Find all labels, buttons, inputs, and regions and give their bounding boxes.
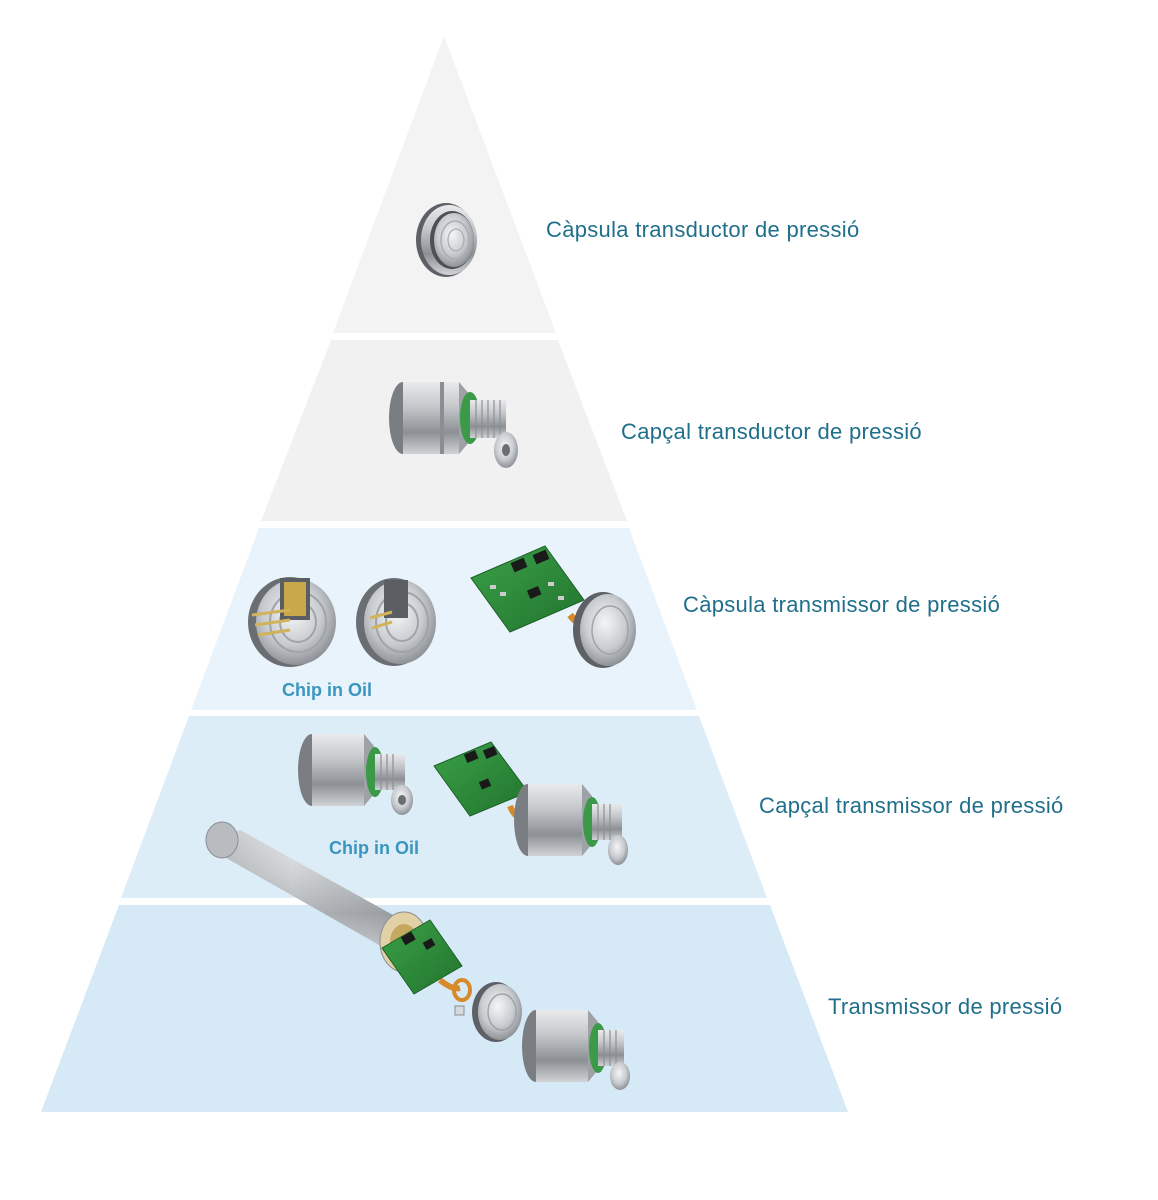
capsule-transmitter-assembly (470, 545, 636, 668)
tier-5-shape (41, 905, 848, 1112)
tier-3-shape (191, 528, 697, 710)
chip-in-oil-head (298, 734, 413, 815)
pressure-head-component (389, 382, 518, 468)
transmitter-capsule (472, 982, 522, 1042)
chip-in-oil-capsule-b (356, 578, 436, 666)
tier-3-note: Chip in Oil (282, 680, 372, 700)
chip-in-oil-capsule-a (248, 577, 336, 667)
transmitter-head (522, 1010, 630, 1090)
tier-3-label: Càpsula transmissor de pressió (683, 592, 1000, 617)
head-transmitter-assembly (433, 741, 628, 865)
transmitter-pcb (381, 919, 472, 1016)
tier-1-label: Càpsula transductor de pressió (546, 217, 860, 242)
tier-5-label: Transmissor de pressió (828, 994, 1062, 1019)
tier-1-shape (333, 36, 556, 333)
tier-4-label: Capçal transmissor de pressió (759, 793, 1064, 818)
tier-4-note: Chip in Oil (329, 838, 419, 858)
tier-4-shape (121, 716, 767, 898)
tier-2-label: Capçal transductor de pressió (621, 419, 922, 444)
capsule-component (416, 203, 477, 277)
